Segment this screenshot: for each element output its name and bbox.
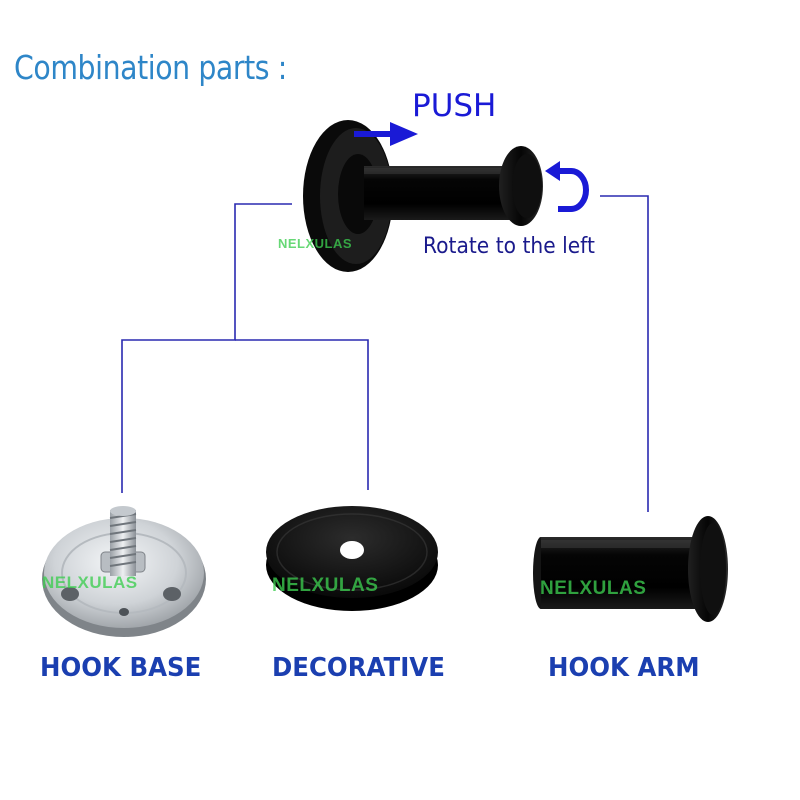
watermark: NELXULAS [272,575,379,596]
part-label-decorative: DECORATIVE [272,653,445,683]
connector-lines [121,195,649,512]
connector-to-decorative [235,339,369,490]
assembled-arm [364,166,514,220]
connector-to-base-and-decorative [121,203,292,493]
hook-arm-image [533,516,728,622]
push-arrow-icon [354,122,418,146]
page-title: Combination parts : [14,48,287,87]
part-label-hook-arm: HOOK ARM [548,653,700,683]
decorative-center-hole [340,541,364,559]
rotate-label: Rotate to the left [423,234,595,259]
hook-arm-body [541,537,701,609]
decorative-cover-image [266,506,438,611]
watermark: NELXULAS [278,236,353,251]
watermark: NELXULAS [42,573,138,592]
hook-base-image [42,506,206,637]
connector-to-hook-arm [600,195,649,512]
watermark: NELXULAS [540,578,647,599]
assembled-hook-image [303,120,543,272]
rotate-left-arrow-icon [545,161,589,212]
part-label-hook-base: HOOK BASE [40,653,202,683]
push-label: PUSH [412,88,497,124]
